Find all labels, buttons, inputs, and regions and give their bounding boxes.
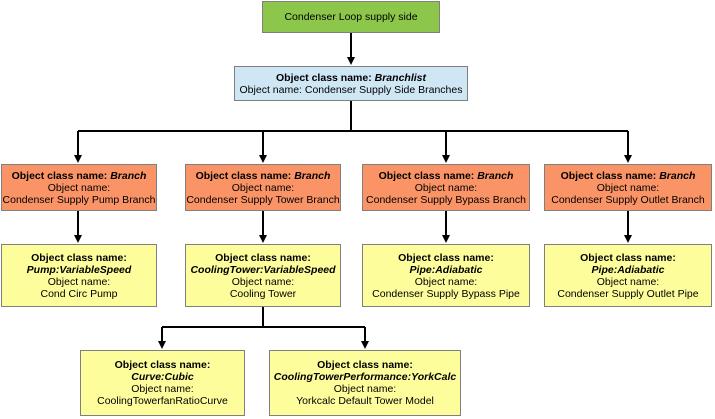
tower-child-node-performance: Object class name: CoolingTowerPerforman… <box>269 350 461 416</box>
component-name-value: Condenser Supply Bypass Pipe <box>372 287 520 300</box>
branch-class-value: Branch <box>659 169 696 182</box>
branch-class-label: Object class name: <box>378 169 475 182</box>
component-node-bypass-pipe: Object class name: Pipe:Adiabatic Object… <box>362 244 530 307</box>
component-name-label: Object name: <box>414 275 478 288</box>
branch-class-value: Branch <box>477 169 514 182</box>
component-class-label: Object class name: <box>398 251 494 264</box>
branch-name-value: Condenser Supply Outlet Branch <box>551 193 705 206</box>
component-name-label: Object name: <box>231 275 295 288</box>
component-class-value: Pipe:Adiabatic <box>591 263 665 276</box>
branch-node-pump: Object class name: Branch Object name: C… <box>1 164 157 211</box>
component-node-tower: Object class name: CoolingTower:Variable… <box>185 244 341 307</box>
component-class-label: Object class name: <box>580 251 676 264</box>
branch-class-value: Branch <box>110 169 147 182</box>
component-node-pump: Object class name: Pump:VariableSpeed Ob… <box>1 244 157 307</box>
component-class-value: Pump:VariableSpeed <box>26 263 132 276</box>
tower-child-class-label: Object class name: <box>114 359 211 371</box>
branch-node-outlet: Object class name: Branch Object name: C… <box>544 164 712 211</box>
branch-class-label: Object class name: <box>195 169 292 182</box>
tower-child-name-value: CoolingTowerfanRatioCurve <box>97 395 228 407</box>
branch-name-label: Object name: <box>47 181 111 194</box>
tower-child-name-value: Yorkcalc Default Tower Model <box>296 395 434 407</box>
component-name-value: Cooling Tower <box>229 287 297 300</box>
branch-name-value: Condenser Supply Tower Branch <box>186 193 340 206</box>
root-title: Condenser Loop supply side <box>284 11 418 23</box>
tower-child-class-value: CoolingTowerPerformance:YorkCalc <box>273 371 457 383</box>
branch-node-tower: Object class name: Branch Object name: C… <box>185 164 341 211</box>
branch-name-label: Object name: <box>414 181 478 194</box>
tower-child-node-curve: Object class name: Curve:Cubic Object na… <box>80 350 245 416</box>
tower-child-class-value: Curve:Cubic <box>131 371 194 383</box>
branchlist-class-value: Branchlist <box>374 71 426 84</box>
tower-child-name-label: Object name: <box>333 383 397 395</box>
branchlist-name: Object name: Condenser Supply Side Branc… <box>239 83 463 96</box>
branchlist-node: Object class name: Branchlist Object nam… <box>234 66 468 101</box>
tower-child-class-label: Object class name: <box>317 359 413 371</box>
component-class-label: Object class name: <box>215 251 311 264</box>
branch-name-label: Object name: <box>596 181 660 194</box>
component-class-value: Pipe:Adiabatic <box>409 263 483 276</box>
branch-node-bypass: Object class name: Branch Object name: C… <box>362 164 530 211</box>
root-node: Condenser Loop supply side <box>262 1 440 33</box>
component-class-value: CoolingTower:VariableSpeed <box>190 263 336 276</box>
branch-class-value: Branch <box>294 169 331 182</box>
branch-name-label: Object name: <box>231 181 295 194</box>
component-name-label: Object name: <box>596 275 660 288</box>
component-node-outlet-pipe: Object class name: Pipe:Adiabatic Object… <box>544 244 712 307</box>
component-class-label: Object class name: <box>31 251 127 264</box>
branch-name-value: Condenser Supply Pump Branch <box>2 193 156 206</box>
branchlist-class-label: Object class name: <box>276 71 372 84</box>
branch-class-label: Object class name: <box>560 169 657 182</box>
component-name-value: Condenser Supply Outlet Pipe <box>557 287 699 300</box>
branch-class-label: Object class name: <box>11 169 108 182</box>
branch-name-value: Condenser Supply Bypass Branch <box>366 193 526 206</box>
component-name-value: Cond Circ Pump <box>40 287 118 300</box>
tower-child-name-label: Object name: <box>131 383 194 395</box>
component-name-label: Object name: <box>47 275 111 288</box>
